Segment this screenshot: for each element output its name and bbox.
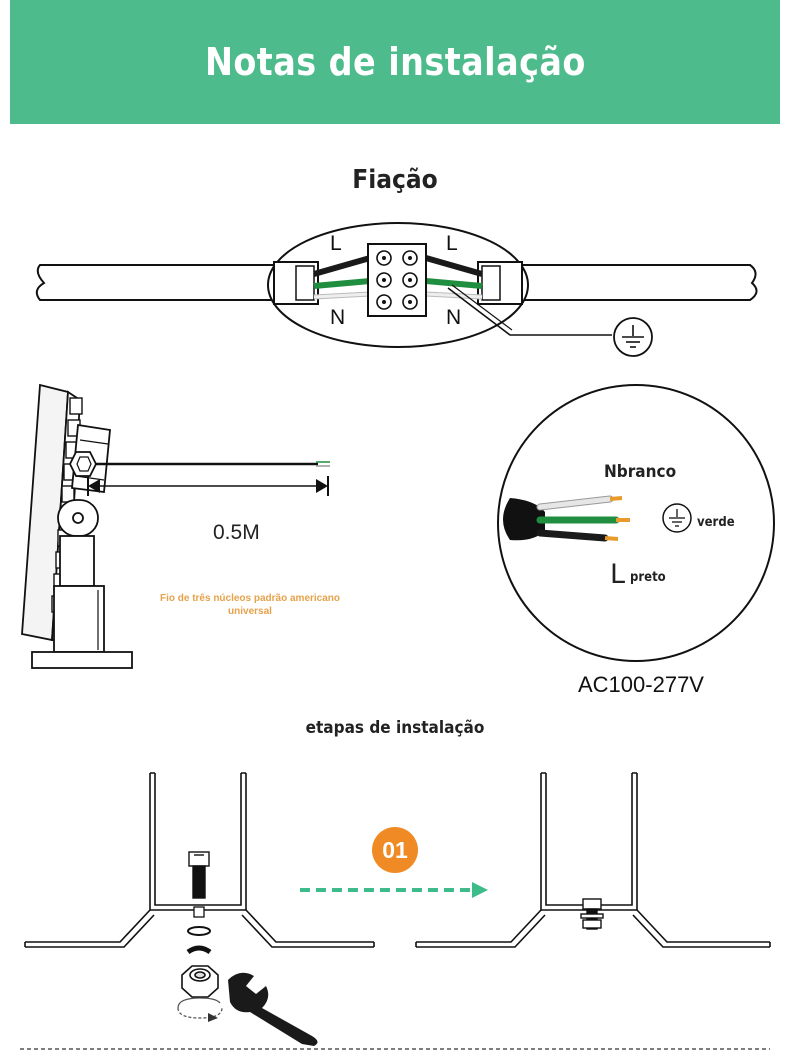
label-n-left: N: [330, 306, 346, 329]
dashed-arrow-icon: [300, 882, 488, 898]
bracket-before: [24, 772, 375, 948]
wrench-icon: [228, 972, 318, 1046]
rotate-arrow-icon: [177, 997, 223, 1022]
bolt-icon: [188, 851, 210, 899]
bracket-after: [415, 772, 771, 948]
washer-icon: [186, 926, 212, 955]
step-number-badge: 01: [372, 827, 418, 873]
label-l-right: L: [446, 232, 458, 255]
ground-icon: [613, 317, 653, 357]
neutral-wire-label: Nbranco: [604, 462, 677, 482]
cable-length: [87, 461, 330, 496]
page-title: Notas de instalação: [204, 40, 586, 84]
line-wire-letter: L: [610, 559, 626, 590]
line-wire-label: preto: [630, 570, 666, 585]
steps-title: etapas de instalação: [305, 718, 485, 738]
wire-detail-circle: [497, 384, 775, 662]
ground-wire-label: verde: [697, 515, 735, 530]
cable-distance-label: 0.5M: [213, 521, 260, 544]
label-n-right: N: [446, 306, 462, 329]
bolt-installed: [580, 898, 604, 930]
nut-icon: [181, 965, 219, 998]
cable-note: Fio de três núcleos padrão americano uni…: [159, 593, 341, 617]
wiring-diagram: [35, 222, 758, 357]
wiring-title: Fiação: [352, 165, 438, 195]
voltage-label: AC100-277V: [578, 672, 704, 697]
ground-icon: [662, 503, 692, 533]
floodlight-side-view: [21, 383, 133, 669]
label-l-left: L: [330, 232, 342, 255]
header-banner: Notas de instalação: [10, 0, 780, 124]
